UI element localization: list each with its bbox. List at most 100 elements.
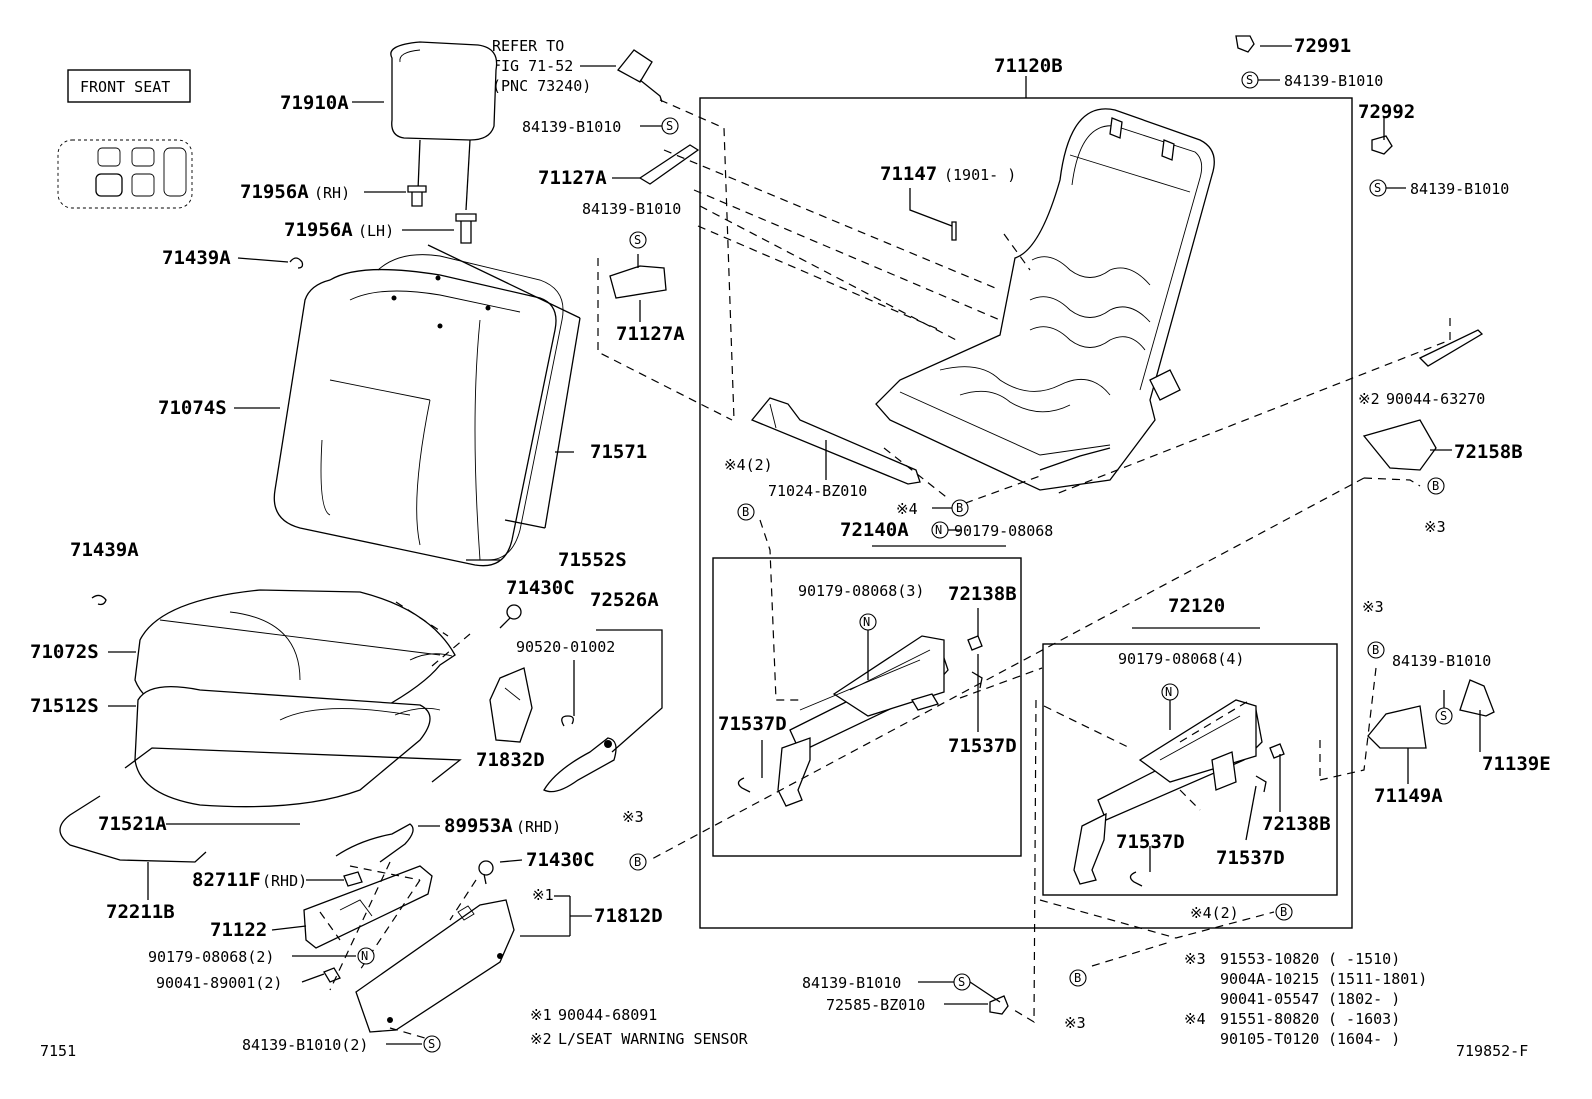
headrest-guide-rh xyxy=(407,185,427,207)
seat-frame-71120B xyxy=(875,108,1215,491)
svg-text:71552S: 71552S xyxy=(558,549,627,571)
pin-71147 xyxy=(951,221,957,241)
bolt-71430C-lower xyxy=(478,860,494,885)
svg-text:B: B xyxy=(634,855,641,869)
svg-text:71537D: 71537D xyxy=(718,713,787,735)
svg-text:71149A: 71149A xyxy=(1374,785,1443,807)
footer: 7151 719852-F xyxy=(40,1042,1528,1060)
svg-text:N: N xyxy=(863,615,870,629)
svg-text:71122: 71122 xyxy=(210,919,267,941)
adjuster-box-72140A xyxy=(712,557,1022,857)
seatback-pad xyxy=(377,244,581,561)
trim-71127A-box xyxy=(597,258,733,421)
svg-text:(LH): (LH) xyxy=(358,222,394,240)
svg-text:71439A: 71439A xyxy=(162,247,231,269)
svg-text:(1511-1801): (1511-1801) xyxy=(1328,970,1427,988)
svg-text:71127A: 71127A xyxy=(616,323,685,345)
clip-72138B-left xyxy=(967,635,983,651)
svg-text:※3: ※3 xyxy=(1424,518,1446,536)
svg-text:S: S xyxy=(1246,73,1253,87)
svg-text:71072S: 71072S xyxy=(30,641,99,663)
svg-text:72120: 72120 xyxy=(1168,595,1225,617)
svg-text:71127A: 71127A xyxy=(538,167,607,189)
svg-text:71120B: 71120B xyxy=(994,55,1063,77)
svg-text:B: B xyxy=(1432,479,1439,493)
part-72585-BZ010 xyxy=(989,995,1009,1015)
svg-text:( -1603): ( -1603) xyxy=(1328,1010,1400,1028)
belt-anchor xyxy=(617,49,663,103)
part-72991 xyxy=(1235,35,1255,53)
svg-text:71024-BZ010: 71024-BZ010 xyxy=(768,482,867,500)
trim-71127A-lower xyxy=(609,265,667,299)
svg-text:71147: 71147 xyxy=(880,163,937,185)
svg-text:(1901- ): (1901- ) xyxy=(944,166,1016,184)
svg-text:※3: ※3 xyxy=(1184,950,1206,968)
svg-text:S: S xyxy=(428,1037,435,1051)
svg-text:71430C: 71430C xyxy=(526,849,595,871)
svg-text:S: S xyxy=(958,975,965,989)
svg-text:71537D: 71537D xyxy=(1116,831,1185,853)
svg-text:90044-63270: 90044-63270 xyxy=(1386,390,1485,408)
lever-cover-71832D xyxy=(489,667,533,743)
clip-71537D-a xyxy=(737,777,751,793)
adjuster-72120 xyxy=(1073,699,1263,885)
svg-text:71956A: 71956A xyxy=(284,219,353,241)
svg-text:S: S xyxy=(1440,709,1447,723)
clip-71537D-c xyxy=(1129,871,1143,887)
adjuster-72140A xyxy=(777,635,949,807)
part-labels: 71910A 71956A (RH) 71956A (LH) 71439A 71… xyxy=(30,35,1551,1054)
bolt-71430C-upper xyxy=(499,604,522,629)
adjuster-box-72120 xyxy=(1042,643,1338,896)
svg-text:84139-B1010: 84139-B1010 xyxy=(1284,72,1383,90)
spring-90520 xyxy=(561,715,574,727)
svg-text:B: B xyxy=(742,505,749,519)
svg-text:※4(2): ※4(2) xyxy=(1190,904,1239,922)
svg-text:72992: 72992 xyxy=(1358,101,1415,123)
svg-text:L/SEAT WARNING SENSOR: L/SEAT WARNING SENSOR xyxy=(558,1030,749,1048)
svg-text:※4: ※4 xyxy=(896,500,918,518)
headrest-guide-lh xyxy=(455,213,477,244)
svg-text:※3: ※3 xyxy=(1064,1014,1086,1032)
svg-text:90520-01002: 90520-01002 xyxy=(516,638,615,656)
svg-text:84139-B1010: 84139-B1010 xyxy=(802,974,901,992)
svg-text:71910A: 71910A xyxy=(280,92,349,114)
svg-text:※2: ※2 xyxy=(530,1030,552,1048)
svg-text:84139-B1010: 84139-B1010 xyxy=(1392,652,1491,670)
svg-text:71832D: 71832D xyxy=(476,749,545,771)
svg-text:90179-08068: 90179-08068 xyxy=(954,522,1053,540)
clip-90041 xyxy=(323,967,341,983)
seatback-cover xyxy=(273,268,557,567)
svg-text:72991: 72991 xyxy=(1294,35,1351,57)
bracket-71122 xyxy=(303,865,433,949)
svg-text:71512S: 71512S xyxy=(30,695,99,717)
svg-text:N: N xyxy=(361,949,368,963)
svg-text:719852-F: 719852-F xyxy=(1456,1042,1528,1060)
svg-text:90044-68091: 90044-68091 xyxy=(558,1006,657,1024)
trim-71127A-upper xyxy=(638,144,700,185)
wire-72211B xyxy=(59,795,207,863)
svg-text:S: S xyxy=(1374,181,1381,195)
svg-text:71812D: 71812D xyxy=(594,905,663,927)
svg-text:84139-B1010: 84139-B1010 xyxy=(1410,180,1509,198)
svg-text:90179-08068(3): 90179-08068(3) xyxy=(798,582,924,600)
svg-text:71571: 71571 xyxy=(590,441,647,463)
svg-text:S: S xyxy=(666,119,673,133)
headrest xyxy=(390,41,498,211)
svg-text:71537D: 71537D xyxy=(1216,847,1285,869)
svg-text:71074S: 71074S xyxy=(158,397,227,419)
svg-text:9004A-10215: 9004A-10215 xyxy=(1220,970,1319,988)
part-71139E xyxy=(1459,679,1495,717)
svg-text:N: N xyxy=(935,523,942,537)
svg-text:※1: ※1 xyxy=(532,886,554,904)
svg-text:※3: ※3 xyxy=(622,808,644,826)
front-seat-title: FRONT SEAT xyxy=(67,69,191,103)
svg-text:84139-B1010: 84139-B1010 xyxy=(522,118,621,136)
dashed-routing xyxy=(319,99,1451,1041)
sensor-harness-89953A xyxy=(335,823,414,863)
cushion-pad xyxy=(134,686,441,808)
svg-text:91551-80820: 91551-80820 xyxy=(1220,1010,1319,1028)
bar-71024-BZ010 xyxy=(750,397,921,485)
svg-text:B: B xyxy=(1074,971,1081,985)
svg-text:71439A: 71439A xyxy=(70,539,139,561)
